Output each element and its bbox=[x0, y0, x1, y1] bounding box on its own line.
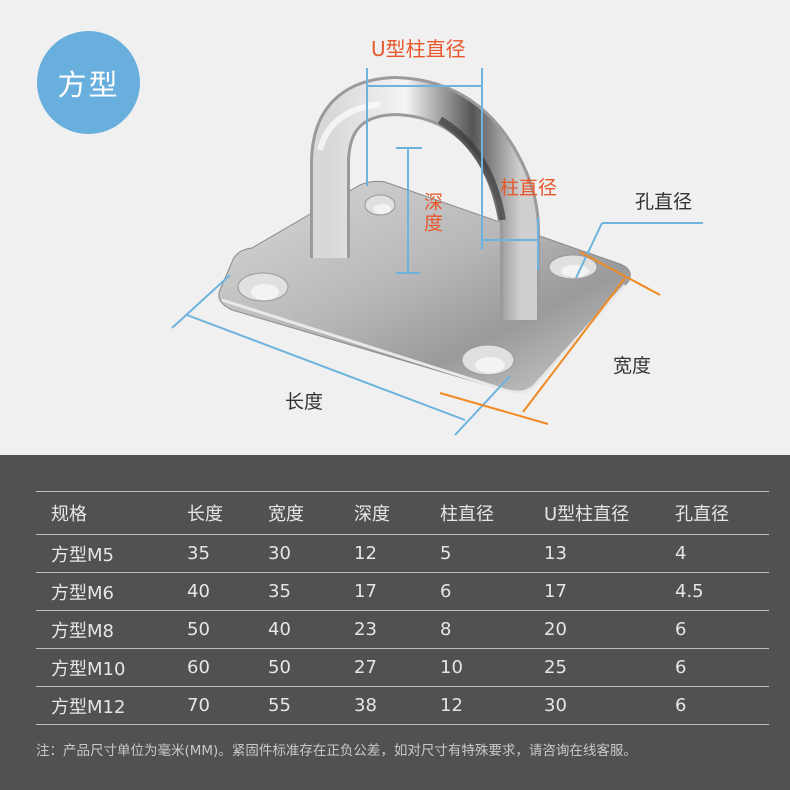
u-bolt-rod bbox=[310, 75, 540, 320]
cell: 方型M5 bbox=[51, 544, 114, 566]
table-row: 方型M8 50 40 23 8 20 6 bbox=[36, 610, 769, 649]
header-cell: 长度 bbox=[187, 504, 223, 525]
spec-table-section: 规格 长度 宽度 深度 柱直径 U型柱直径 孔直径 方型M5 35 30 12 … bbox=[0, 455, 790, 790]
footnote: 注：产品尺寸单位为毫米(MM)。紧固件标准存在正负公差，如对尺寸有特殊要求，请咨… bbox=[36, 743, 637, 759]
cell: 23 bbox=[354, 619, 377, 640]
cell: 6 bbox=[675, 657, 687, 678]
header-cell: 柱直径 bbox=[440, 504, 494, 525]
table-row: 方型M5 35 30 12 5 13 4 bbox=[36, 534, 769, 573]
product-diagram-section: 方型 bbox=[37, 31, 703, 436]
cell: 5 bbox=[440, 543, 452, 564]
table-row: 方型M10 60 50 27 10 25 6 bbox=[36, 648, 769, 687]
cell: 8 bbox=[440, 619, 452, 640]
spec-table: 规格 长度 宽度 深度 柱直径 U型柱直径 孔直径 方型M5 35 30 12 … bbox=[36, 491, 769, 725]
table-row: 方型M6 40 35 17 6 17 4.5 bbox=[36, 572, 769, 611]
cell: 27 bbox=[354, 657, 377, 678]
cell: 12 bbox=[354, 543, 377, 564]
cell: 38 bbox=[354, 695, 377, 716]
cell: 12 bbox=[440, 695, 463, 716]
cell: 方型M12 bbox=[51, 696, 126, 718]
cell: 方型M10 bbox=[51, 658, 126, 680]
label-length: 长度 bbox=[285, 391, 324, 413]
cell: 35 bbox=[268, 581, 291, 602]
cell: 13 bbox=[544, 543, 567, 564]
cell: 50 bbox=[187, 619, 210, 640]
header-cell: 孔直径 bbox=[675, 504, 729, 525]
cell: 60 bbox=[187, 657, 210, 678]
header-cell: 规格 bbox=[51, 504, 87, 525]
cell: 4 bbox=[675, 543, 687, 564]
cell: 方型M6 bbox=[51, 582, 114, 604]
table-row: 方型M12 70 55 38 12 30 6 bbox=[36, 686, 769, 725]
cell: 35 bbox=[187, 543, 210, 564]
table-header-row: 规格 长度 宽度 深度 柱直径 U型柱直径 孔直径 bbox=[36, 491, 769, 535]
cell: 40 bbox=[187, 581, 210, 602]
label-pillar-diameter: 柱直径 bbox=[500, 177, 558, 199]
cell: 4.5 bbox=[675, 581, 704, 602]
cell: 30 bbox=[268, 543, 291, 564]
cell: 30 bbox=[544, 695, 567, 716]
cell: 25 bbox=[544, 657, 567, 678]
cell: 6 bbox=[440, 581, 452, 602]
header-cell: U型柱直径 bbox=[544, 504, 630, 525]
cell: 6 bbox=[675, 695, 687, 716]
label-u-pillar-diameter: U型柱直径 bbox=[371, 37, 466, 61]
label-hole-diameter: 孔直径 bbox=[635, 191, 693, 213]
label-depth: 深度 bbox=[421, 192, 443, 234]
type-badge: 方型 bbox=[37, 31, 140, 134]
cell: 方型M8 bbox=[51, 620, 114, 642]
cell: 50 bbox=[268, 657, 291, 678]
header-cell: 深度 bbox=[354, 504, 390, 525]
cell: 6 bbox=[675, 619, 687, 640]
dimension-lines-blue bbox=[171, 68, 703, 436]
pad-eye-illustration bbox=[171, 68, 703, 436]
cell: 17 bbox=[354, 581, 377, 602]
cell: 70 bbox=[187, 695, 210, 716]
cell: 55 bbox=[268, 695, 291, 716]
label-width: 宽度 bbox=[613, 355, 652, 377]
cell: 17 bbox=[544, 581, 567, 602]
cell: 40 bbox=[268, 619, 291, 640]
header-cell: 宽度 bbox=[268, 504, 304, 525]
dimension-lines-orange bbox=[439, 251, 661, 425]
cell: 20 bbox=[544, 619, 567, 640]
mounting-holes bbox=[237, 194, 598, 376]
cell: 10 bbox=[440, 657, 463, 678]
